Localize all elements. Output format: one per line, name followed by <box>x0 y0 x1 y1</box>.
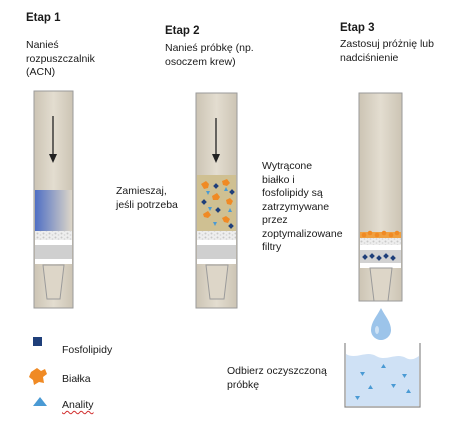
phospholipid-particle <box>215 207 221 213</box>
tube-1-gap <box>35 240 72 245</box>
droplet-icon <box>371 308 391 340</box>
analyte-particles <box>206 187 232 226</box>
tube-3 <box>358 92 403 302</box>
tube-3-gap <box>360 245 401 250</box>
beaker-analytes <box>355 364 411 400</box>
tube-2-tip <box>205 264 229 300</box>
tube-3-base <box>360 263 401 268</box>
beaker-wall <box>344 343 421 408</box>
tube-1-solvent <box>35 190 72 231</box>
tube-3-retained-proteins <box>361 230 400 238</box>
retained-annotation: Wytrącone białko i fosfolipidy są zatrzy… <box>262 160 343 253</box>
tube-2-filter <box>197 245 236 259</box>
tube-1-filter <box>35 245 72 259</box>
step-3-text: Zastosuj próżnię lub nadciśnienie <box>340 38 434 64</box>
droplet-highlight <box>375 326 379 334</box>
step-1-title: Etap 1 <box>26 12 61 24</box>
step-1-text: Nanieś rozpuszczalnik (ACN) <box>26 39 95 78</box>
analyte-particle <box>228 208 232 212</box>
legend-label-analytes: Anality <box>62 399 94 411</box>
tube-1-tip <box>42 264 65 300</box>
phospholipid-particle <box>201 199 207 205</box>
triangle-icon <box>33 397 47 406</box>
protein-particle <box>226 198 233 205</box>
phospholipid-particles <box>201 183 235 229</box>
protein-particle <box>222 179 230 186</box>
tube-3-filter <box>360 250 401 263</box>
protein-particles <box>201 179 233 223</box>
mix-annotation: Zamieszaj, jeśli potrzeba <box>116 185 178 211</box>
phospholipid-particle <box>229 189 235 195</box>
tube-1-frit <box>35 231 72 240</box>
analyte-particle <box>206 191 210 195</box>
step-2-text: Nanieś próbkę (np. osoczem krew) <box>165 42 254 68</box>
protein-particle <box>201 181 209 189</box>
phospholipid-particle <box>213 183 219 189</box>
beaker-liquid <box>346 354 419 406</box>
collect-annotation: Odbierz oczyszczoną próbkę <box>227 365 327 391</box>
protein-particle <box>212 193 220 200</box>
protein-particle <box>203 211 211 218</box>
down-arrow-icon-head <box>212 154 220 163</box>
tube-3-tip <box>369 267 393 302</box>
tube-1-base <box>35 259 72 264</box>
analyte-particle <box>213 222 217 226</box>
tube-2-frit <box>197 231 236 240</box>
tube-1 <box>33 90 74 309</box>
tube-2-gap <box>197 240 236 245</box>
protein-blob-icon <box>29 368 47 385</box>
analyte-particle <box>224 187 228 191</box>
legend-label-proteins: Białka <box>62 373 91 385</box>
legend-label-phospholipids: Fosfolipidy <box>62 344 113 356</box>
step-2-title: Etap 2 <box>165 25 200 37</box>
analyte-particle <box>208 207 212 211</box>
tube-2 <box>195 92 238 309</box>
tube-3-proteins-layer <box>360 232 401 238</box>
square-icon <box>33 337 42 346</box>
phospholipid-particle <box>228 223 234 229</box>
tube-3-frit <box>360 238 401 245</box>
tube-2-base <box>197 259 236 264</box>
collection-beaker <box>344 343 421 408</box>
step-3-title: Etap 3 <box>340 22 375 34</box>
down-arrow-icon-head <box>49 154 57 163</box>
tube-3-retained-phospholipids <box>362 253 396 261</box>
protein-particle <box>222 216 230 223</box>
